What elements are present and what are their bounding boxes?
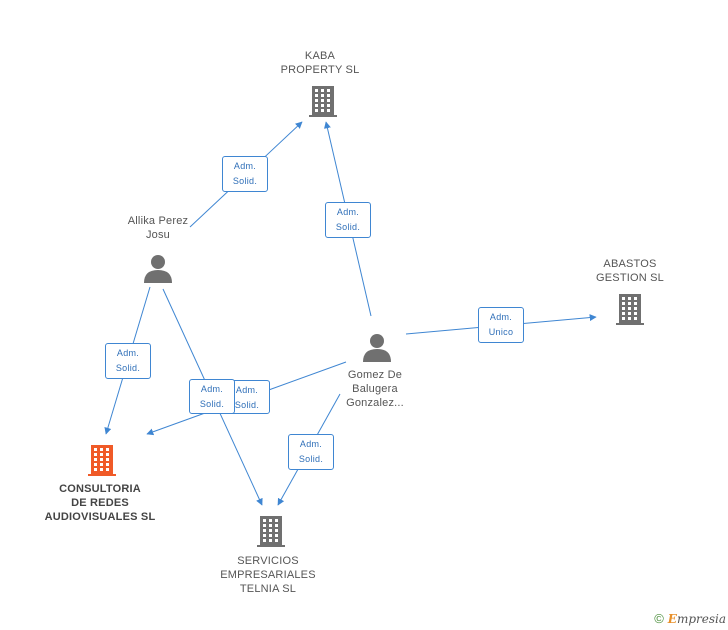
- edge-role-label: Adm.Solid.: [105, 343, 151, 379]
- person-label-gomez[interactable]: Gomez De Balugera Gonzalez...: [346, 369, 404, 409]
- company-label-consultoria[interactable]: CONSULTORIA DE REDES AUDIOVISUALES SL: [44, 483, 156, 523]
- person-label-allika[interactable]: Allika Perez Josu: [127, 215, 189, 241]
- edge-role-label: Adm.Solid.: [325, 202, 371, 238]
- copyright-symbol: ©: [654, 611, 664, 626]
- edge-role-label: Adm.Solid.: [288, 434, 334, 470]
- person-icon[interactable]: [362, 332, 392, 362]
- building-icon[interactable]: [614, 292, 646, 326]
- empresia-logo: Empresia: [667, 611, 726, 626]
- building-icon[interactable]: [255, 514, 287, 548]
- edge-role-label: Adm.Unico: [478, 307, 524, 343]
- company-label-kaba[interactable]: KABA PROPERTY SL: [280, 50, 360, 76]
- person-icon[interactable]: [143, 253, 173, 283]
- footer-brand: © Empresia: [654, 611, 726, 626]
- edge-role-label: Adm.Solid.: [222, 156, 268, 192]
- company-label-servicios[interactable]: SERVICIOS EMPRESARIALES TELNIA SL: [220, 555, 316, 595]
- building-icon-highlighted[interactable]: [86, 443, 118, 477]
- edge-role-label: Adm.Solid.: [189, 379, 235, 414]
- building-icon[interactable]: [307, 84, 339, 118]
- company-label-abastos[interactable]: ABASTOS GESTION SL: [595, 258, 665, 284]
